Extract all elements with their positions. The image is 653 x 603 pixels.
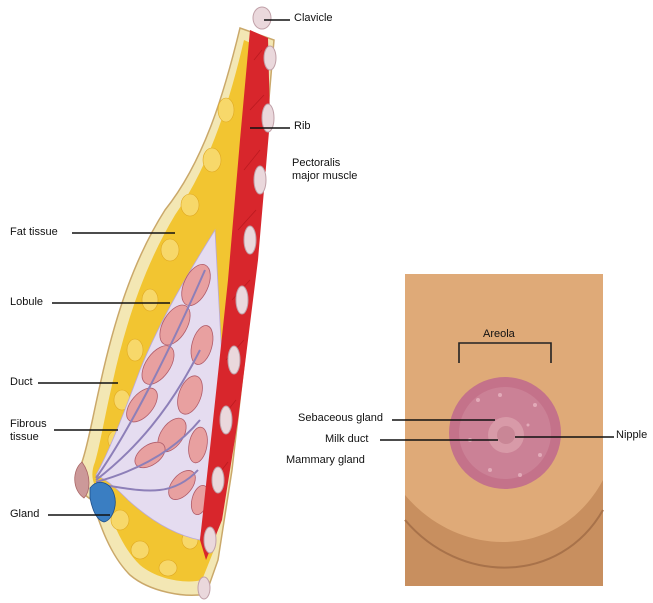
label-duct: Duct	[10, 376, 33, 389]
label-pectoralis-major: Pectoralis major muscle	[292, 157, 357, 183]
label-mammary-gland: Mammary gland	[286, 454, 365, 467]
label-areola: Areola	[483, 328, 515, 341]
label-sebaceous-gland: Sebaceous gland	[298, 412, 383, 425]
label-milk-duct: Milk duct	[325, 433, 368, 446]
label-fat-tissue: Fat tissue	[10, 226, 58, 239]
label-nipple: Nipple	[616, 429, 647, 442]
label-gland: Gland	[10, 508, 39, 521]
label-rib: Rib	[294, 120, 311, 133]
gland-sinus	[90, 482, 115, 522]
label-fibrous-tissue: Fibrous tissue	[10, 418, 47, 444]
label-clavicle: Clavicle	[294, 12, 333, 25]
nipple-front-view	[405, 274, 603, 586]
label-lobule: Lobule	[10, 296, 43, 309]
nipple-center	[497, 426, 515, 444]
